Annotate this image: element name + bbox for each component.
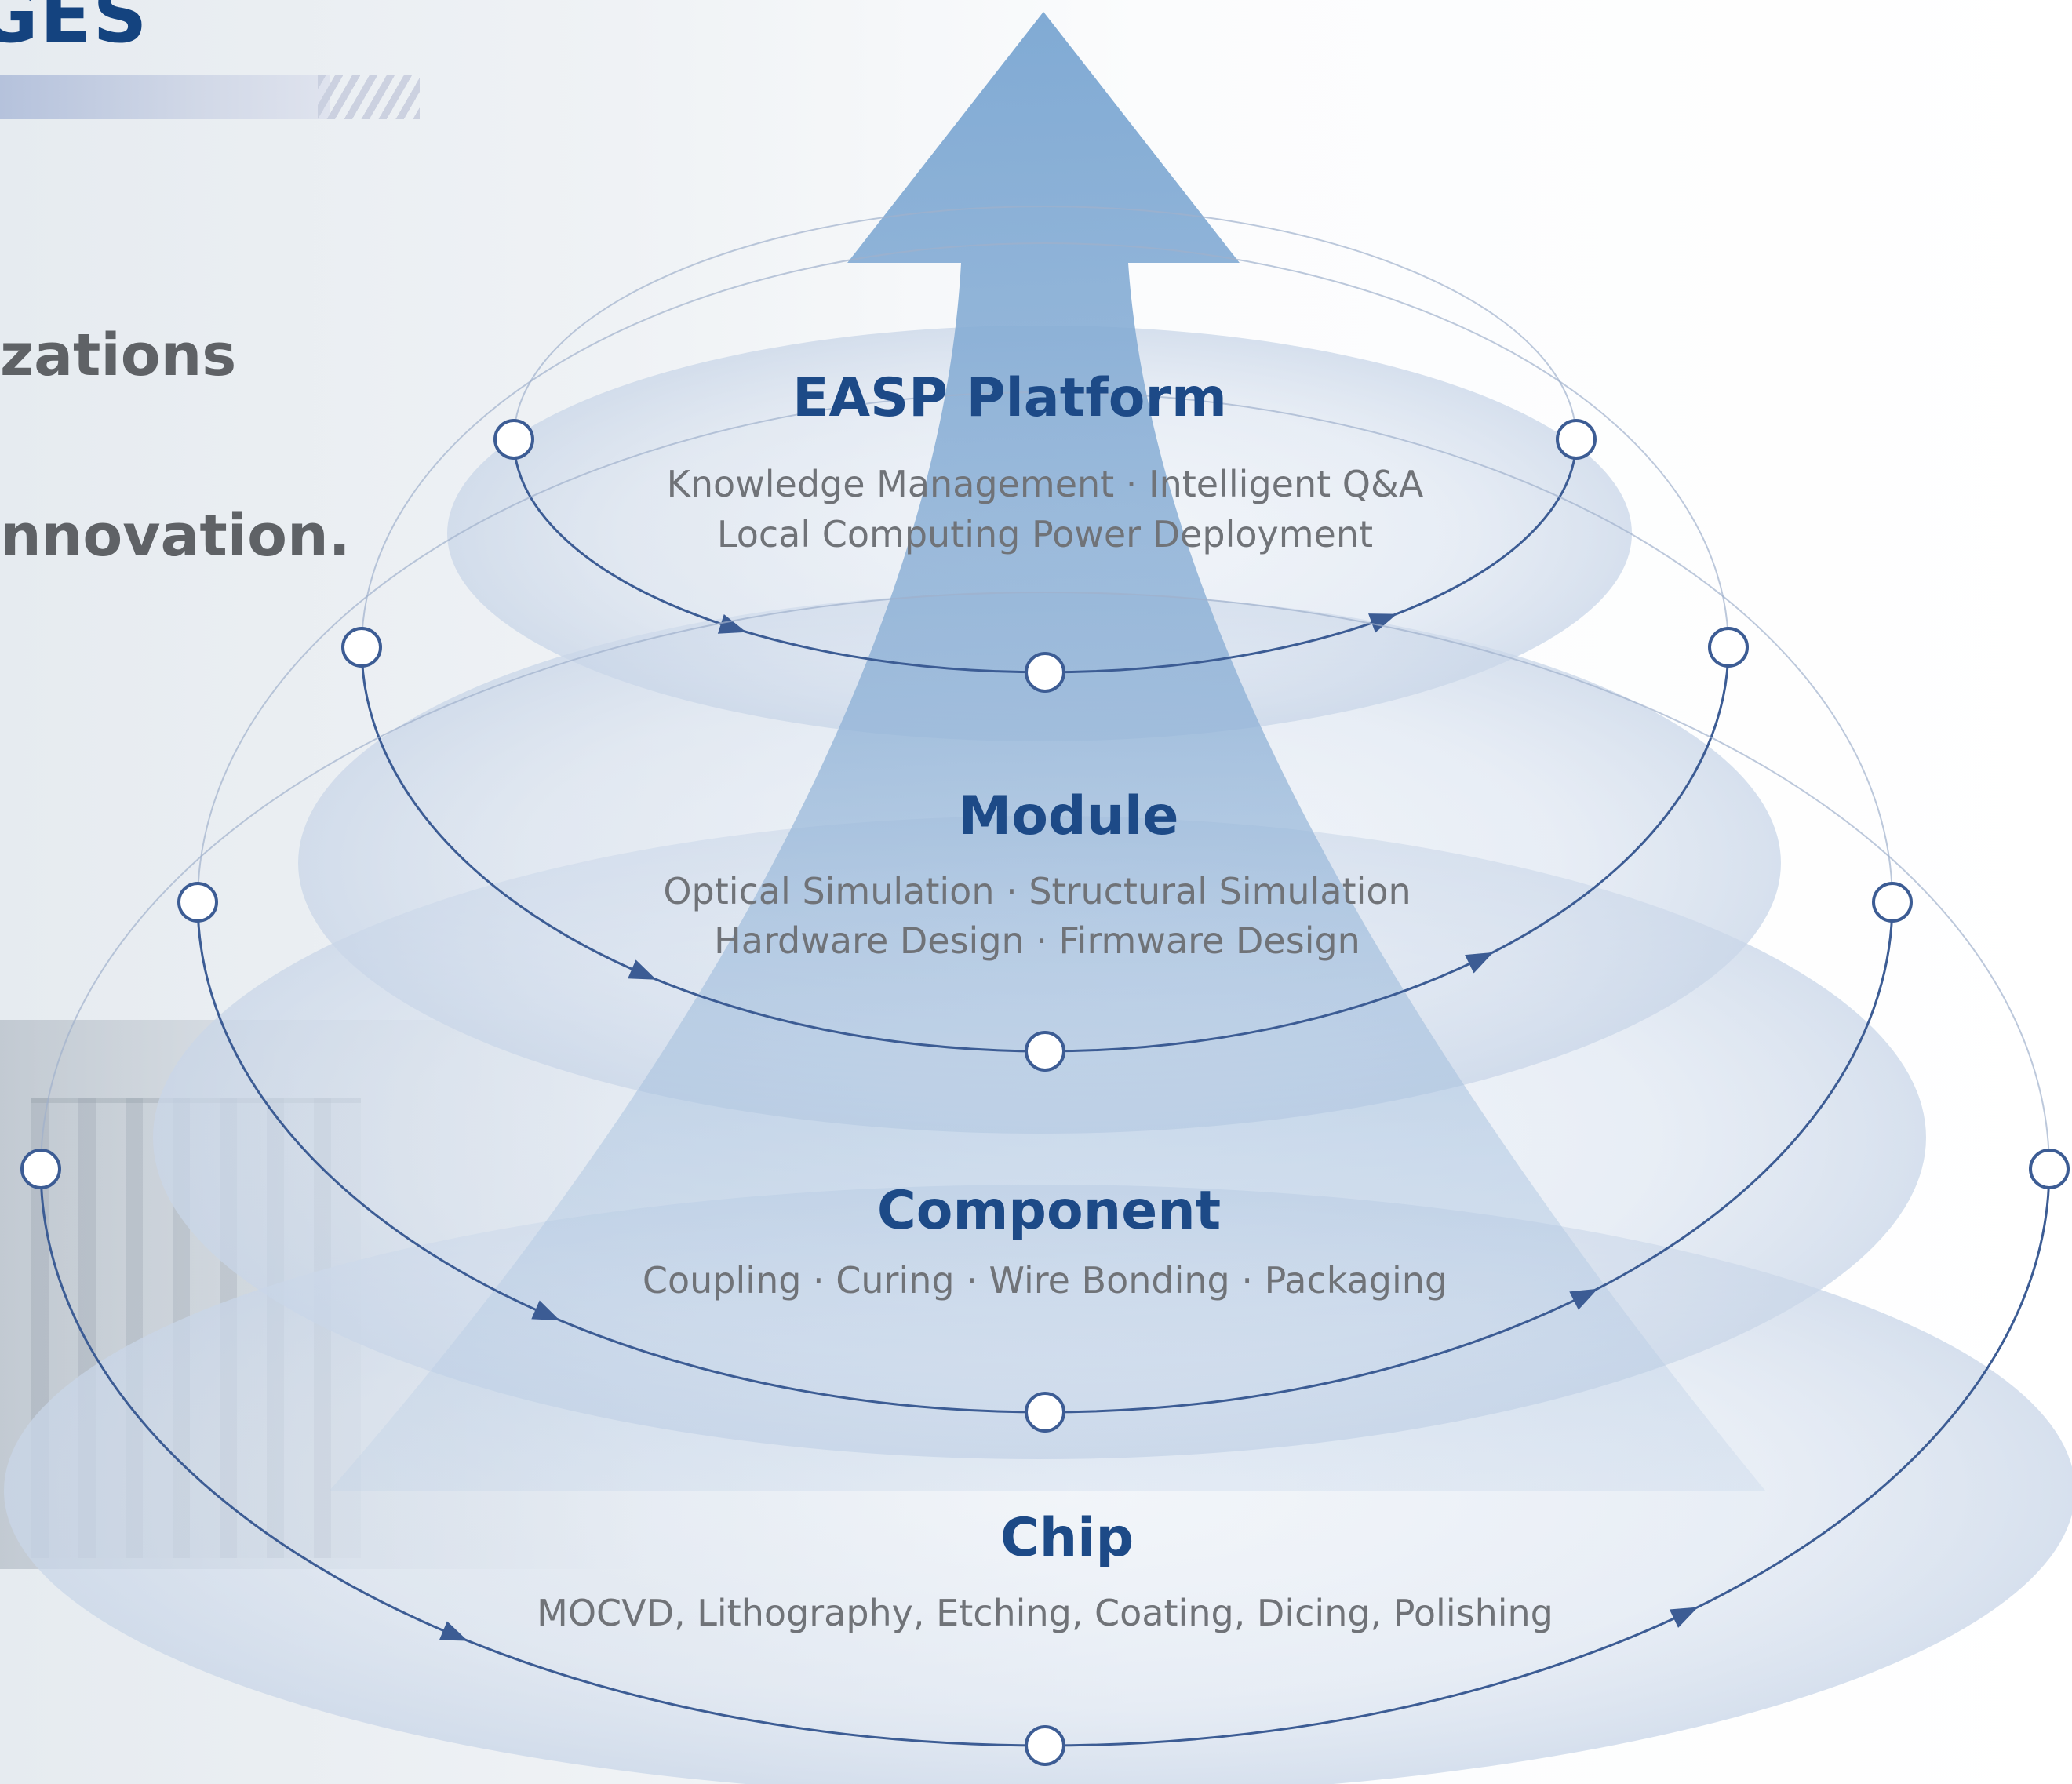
easp-platform-level-detail: Knowledge Management · Intelligent Q&A — [667, 463, 1424, 505]
easp-platform-orbit-node — [1025, 652, 1065, 693]
easp-platform-orbit-back — [513, 206, 1577, 440]
intro-text-line-1: zations — [0, 322, 237, 389]
easp-platform-orbit-node — [1556, 419, 1597, 460]
component-orbit-node — [1872, 882, 1913, 923]
module-orbit-node — [1708, 627, 1749, 668]
chip-orbit-direction-arrow — [439, 1621, 468, 1641]
easp-platform-orbit-node — [493, 419, 534, 460]
upward-growth-arrow — [330, 12, 1765, 1491]
component-orbit-direction-arrow — [531, 1300, 560, 1321]
module-orbit-direction-arrow — [628, 959, 657, 980]
component-level-title: Component — [877, 1180, 1221, 1242]
component-orbit-back — [197, 391, 1893, 903]
module-level-detail: Optical Simulation · Structural Simulati… — [663, 870, 1411, 912]
module-level-title: Module — [959, 785, 1179, 847]
module-level-detail: Hardware Design · Firmware Design — [714, 919, 1360, 962]
easp-platform-orbit-direction-arrow — [1368, 613, 1397, 633]
chip-level-title: Chip — [1000, 1507, 1134, 1569]
module-orbit-direction-arrow — [1465, 952, 1494, 974]
module-orbit-back — [361, 242, 1729, 648]
component-level-detail: Coupling · Curing · Wire Bonding · Packa… — [643, 1259, 1447, 1302]
module-orbit-node — [1025, 1031, 1065, 1072]
component-orbit-node — [177, 882, 218, 923]
chip-level-detail: MOCVD, Lithography, Etching, Coating, Di… — [537, 1592, 1553, 1634]
chip-orbit-back — [40, 592, 2050, 1170]
module-orbit-node — [341, 627, 382, 668]
chip-orbit-direction-arrow — [1669, 1607, 1699, 1628]
section-heading: GES — [0, 0, 149, 60]
chip-orbit-node — [2029, 1149, 2070, 1189]
chip-orbit-node — [20, 1149, 61, 1189]
easp-platform-orbit-direction-arrow — [717, 614, 747, 634]
easp-platform-level-title: EASP Platform — [792, 367, 1227, 429]
heading-underline-bar — [0, 75, 330, 119]
heading-stripe-accent — [318, 75, 420, 119]
component-orbit-direction-arrow — [1569, 1288, 1598, 1310]
easp-platform-level-detail: Local Computing Power Deployment — [717, 513, 1373, 555]
component-orbit-node — [1025, 1392, 1065, 1433]
chip-orbit-node — [1025, 1725, 1065, 1766]
intro-text-line-2: nnovation. — [0, 502, 351, 570]
